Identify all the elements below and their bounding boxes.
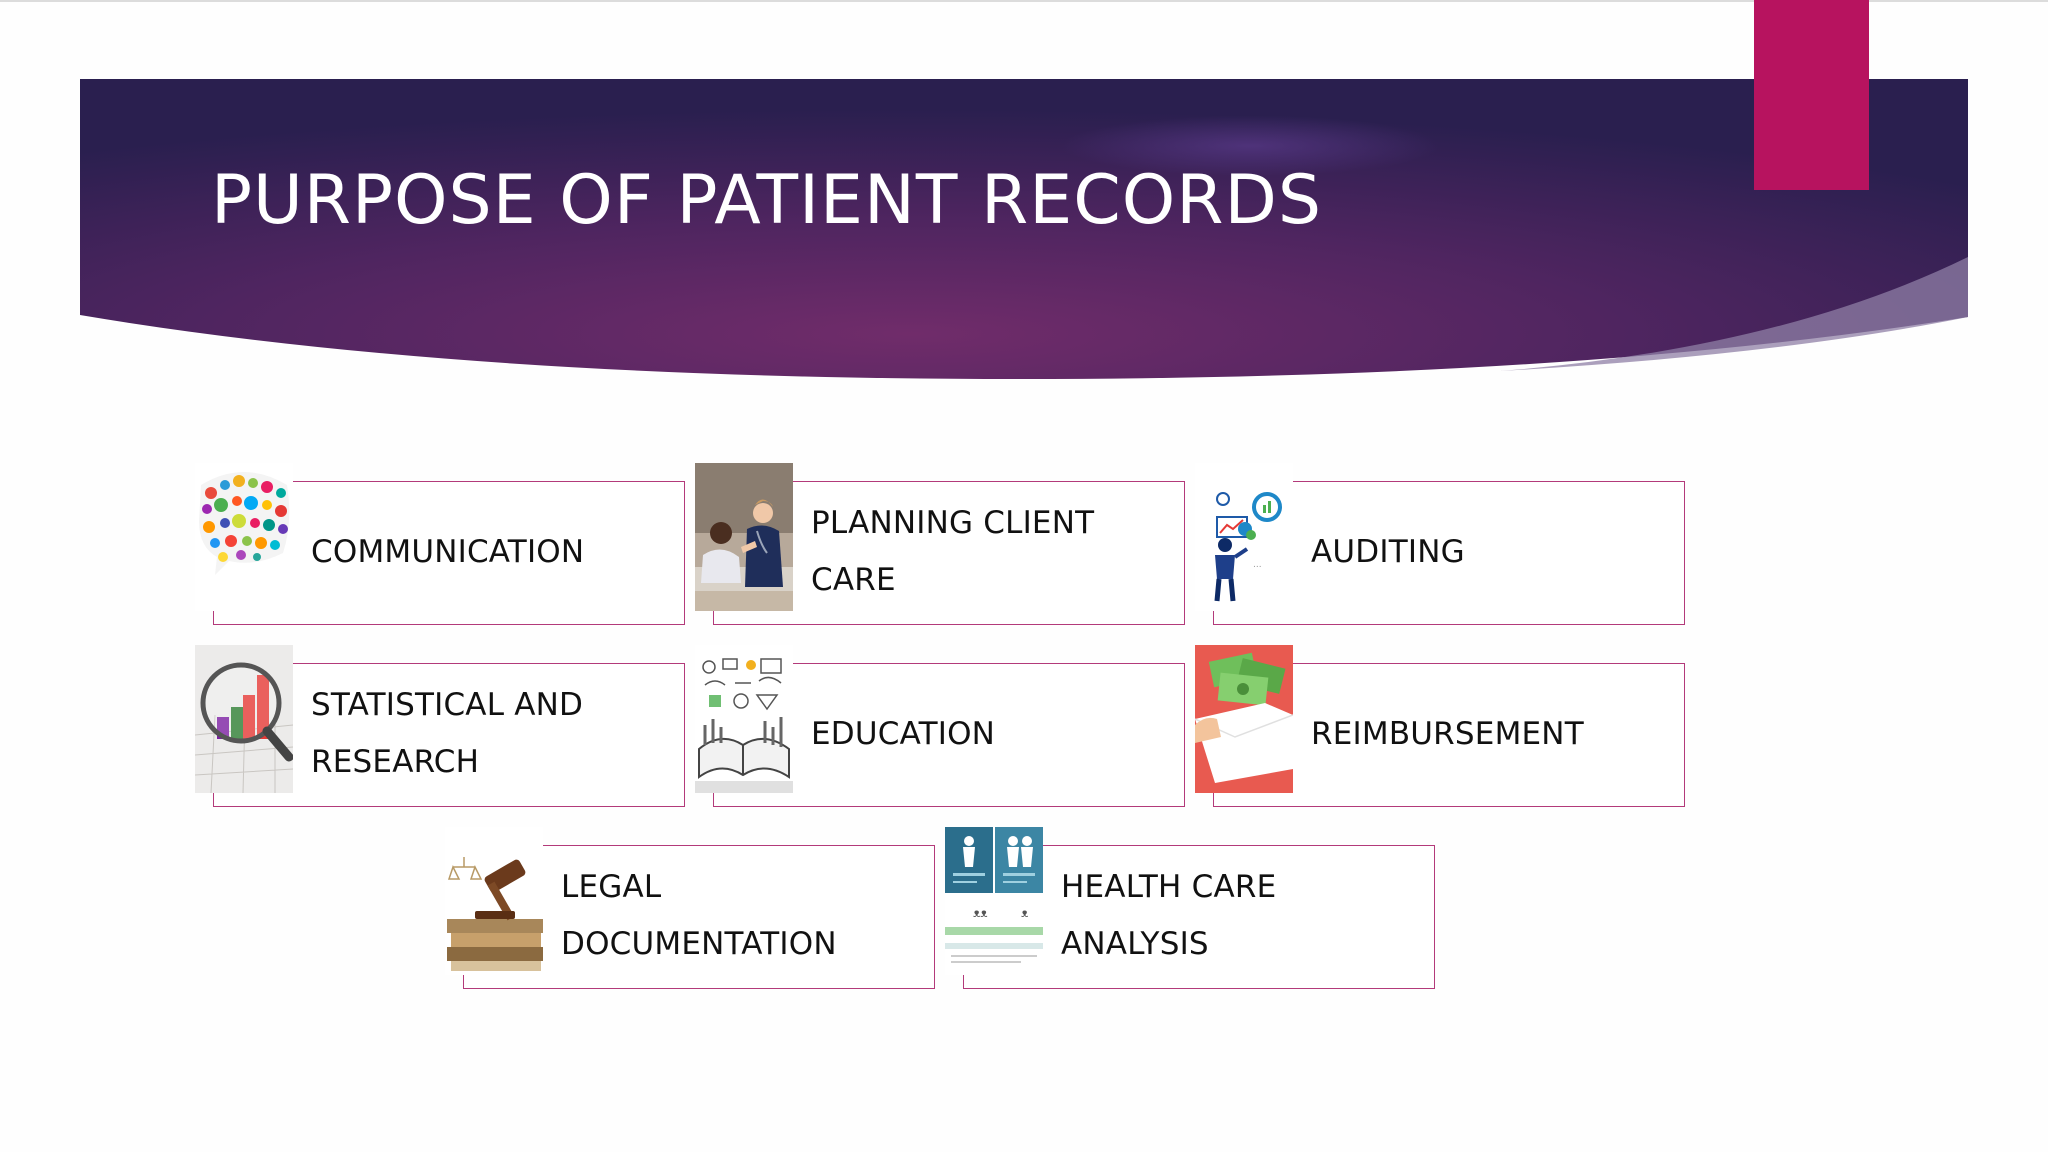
accent-tab xyxy=(1754,0,1869,190)
card-statistical-and-research: STATISTICAL AND RESEARCH xyxy=(195,645,685,807)
svg-text:ᴥ: ᴥ xyxy=(1021,906,1029,920)
page-title: PURPOSE OF PATIENT RECORDS xyxy=(211,161,1323,240)
card-communication: COMMUNICATION xyxy=(195,463,685,625)
top-border-line xyxy=(0,0,2048,2)
open-book-sketch-icon xyxy=(695,645,793,793)
nurse-with-patient-icon xyxy=(695,463,793,611)
card-label: EDUCATION xyxy=(811,715,996,752)
card-label: HEALTH CARE ANALYSIS xyxy=(1061,869,1277,962)
card-label: PLANNING CLIENT CARE xyxy=(811,505,1095,598)
card-label: COMMUNICATION xyxy=(311,533,585,570)
card-legal-documentation: LEGAL DOCUMENTATION xyxy=(445,827,935,989)
card-health-care-analysis: ᴥᴥ ᴥ HEALTH CARE ANALYSIS xyxy=(945,827,1435,989)
card-reimbursement: REIMBURSEMENT xyxy=(1195,645,1685,807)
gavel-books-icon xyxy=(445,827,543,975)
communication-icons-icon xyxy=(195,463,293,611)
card-label: AUDITING xyxy=(1311,533,1465,570)
auditor-with-charts-icon: ... xyxy=(1195,463,1293,611)
money-envelope-icon xyxy=(1195,645,1293,793)
magnifier-bar-chart-icon xyxy=(195,645,293,793)
svg-text:...: ... xyxy=(1253,560,1262,570)
card-label: REIMBURSEMENT xyxy=(1311,715,1584,752)
health-infographic-icon: ᴥᴥ ᴥ xyxy=(945,827,1043,975)
svg-text:ᴥᴥ: ᴥᴥ xyxy=(973,906,988,920)
card-label: STATISTICAL AND RESEARCH xyxy=(311,687,584,780)
card-label: LEGAL DOCUMENTATION xyxy=(561,869,837,962)
card-planning-client-care: PLANNING CLIENT CARE xyxy=(695,463,1185,625)
card-education: EDUCATION xyxy=(695,645,1185,807)
card-auditing: ... AUDITING xyxy=(1195,463,1685,625)
title-banner xyxy=(80,79,1968,383)
